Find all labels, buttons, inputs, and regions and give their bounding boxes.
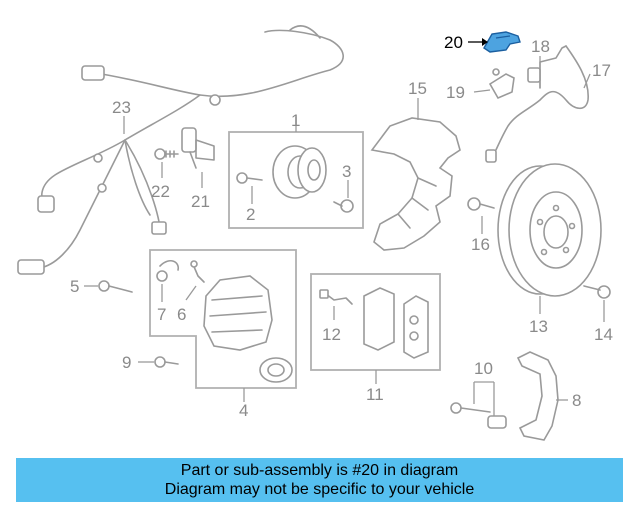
callout-23: 23	[112, 98, 131, 117]
callout-10: 10	[474, 359, 493, 378]
leader-6	[185, 285, 197, 301]
callout-13: 13	[529, 317, 548, 336]
callout-6: 6	[177, 305, 186, 324]
banner-line-1: Part or sub-assembly is #20 in diagram	[180, 462, 459, 479]
callout-12: 12	[322, 325, 341, 344]
part-10-guide-bolts[interactable]	[450, 402, 507, 429]
part-11-brake-pads[interactable]	[363, 287, 429, 359]
callout-17: 17	[592, 61, 611, 80]
callout-11: 11	[366, 385, 384, 404]
part-16-bolt[interactable]	[467, 197, 495, 211]
callout-9: 9	[122, 353, 131, 372]
part-23-wiring-harness[interactable]	[17, 25, 344, 275]
leader-17	[583, 73, 591, 89]
part-4-caliper[interactable]	[203, 275, 293, 383]
leader-20-arrow	[482, 38, 488, 46]
callout-19: 19	[446, 83, 465, 102]
banner-line-2: Diagram may not be specific to your vehi…	[164, 481, 475, 498]
leader-10	[473, 381, 495, 416]
part-12-wear-sensor[interactable]	[319, 289, 353, 305]
callout-5: 5	[70, 277, 79, 296]
callout-15: 15	[408, 79, 427, 98]
part-20-bracket[interactable]	[483, 31, 521, 53]
callout-7: 7	[157, 305, 166, 324]
part-14-screw[interactable]	[583, 285, 611, 299]
callout-21: 21	[191, 192, 210, 211]
part-17-speed-sensor[interactable]	[485, 45, 589, 163]
callout-4: 4	[239, 401, 248, 420]
callout-16: 16	[471, 235, 490, 254]
callout-2: 2	[246, 205, 255, 224]
part-8-caliper-carrier[interactable]	[516, 351, 559, 441]
part-19-bracket[interactable]	[488, 68, 515, 100]
part-22-bolt[interactable]	[154, 148, 179, 160]
callout-3: 3	[342, 162, 351, 181]
callout-8: 8	[572, 391, 581, 410]
part-7-bleeder[interactable]	[156, 259, 180, 282]
part-1-wheel-hub[interactable]	[272, 145, 327, 199]
part-2-bolt[interactable]	[236, 172, 263, 184]
callout-22: 22	[151, 182, 170, 201]
callout-18: 18	[531, 37, 550, 56]
part-13-brake-disc[interactable]	[497, 163, 602, 297]
part-5-bolt[interactable]	[98, 280, 133, 293]
box-4-caliper-assembly	[149, 249, 297, 389]
part-3-nut[interactable]	[333, 199, 354, 213]
part-15-dust-shield[interactable]	[370, 117, 461, 251]
leader-19	[473, 89, 491, 93]
callout-20: 20	[444, 33, 463, 52]
part-9-bolt[interactable]	[154, 356, 179, 368]
part-6-guide-pin[interactable]	[190, 260, 205, 283]
info-banner: Part or sub-assembly is #20 in diagram D…	[16, 458, 623, 502]
callout-14: 14	[594, 325, 613, 344]
callout-labels: 20 18 17 19 15 1 23 3 22 21 2 16 5 7 6 1…	[70, 33, 613, 420]
callout-1: 1	[291, 111, 300, 130]
part-21-sensor[interactable]	[181, 127, 215, 169]
